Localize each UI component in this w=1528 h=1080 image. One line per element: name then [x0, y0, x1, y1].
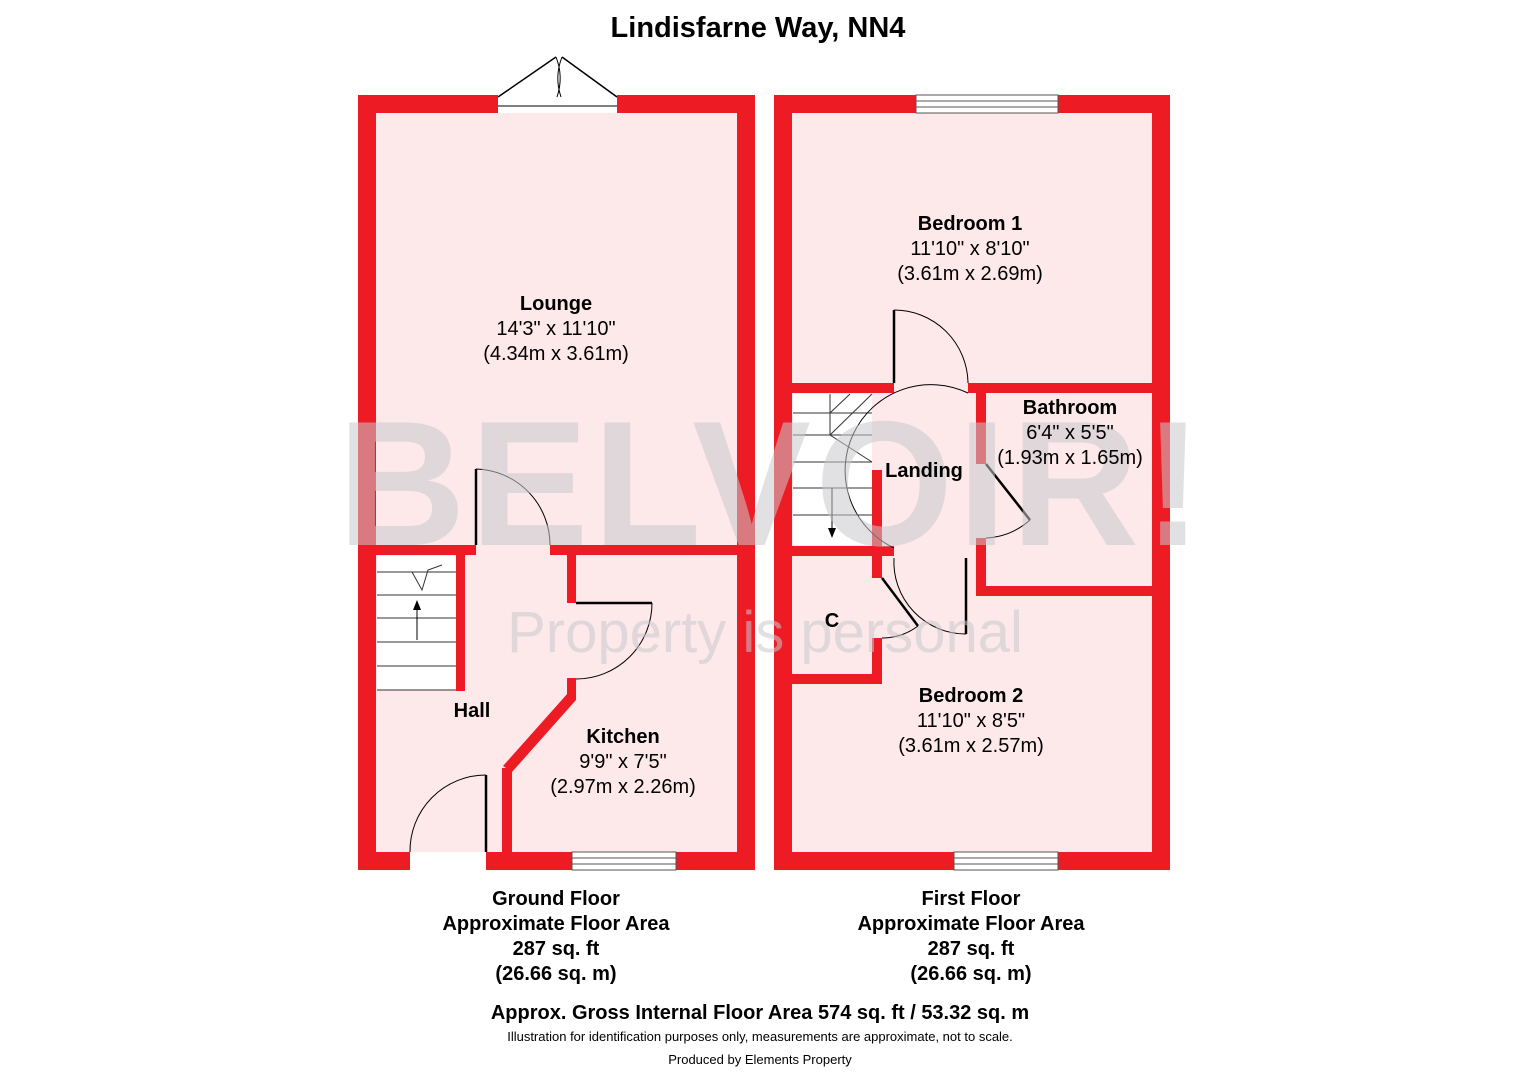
room-name-landing: Landing — [885, 460, 963, 482]
first-wall-bath-left-bottom — [976, 538, 986, 596]
ground-wall-kitchen-top — [567, 555, 576, 603]
ground-floor-area-label: Approximate Floor Area — [442, 913, 670, 935]
room-size-imperial-bedroom2: 11'10" x 8'5" — [917, 710, 1025, 732]
ground-wall-kitchen-diagonal — [503, 693, 576, 772]
disclaimer: Illustration for identification purposes… — [507, 1029, 1013, 1044]
ground-wall-kitchen-mid — [567, 678, 576, 700]
ground-wall-bottom-left — [358, 852, 410, 870]
first-wall-cupboard-right-top — [872, 556, 882, 578]
room-size-imperial-lounge: 14'3" x 11'10" — [496, 318, 615, 340]
first-wall-right — [1152, 95, 1170, 870]
ground-wall-top-right — [617, 95, 755, 113]
room-name-bathroom: Bathroom — [1023, 397, 1117, 419]
ground-wall-kitchen-bottom — [502, 768, 512, 854]
room-name-kitchen: Kitchen — [586, 726, 659, 748]
ground-wall-stairs — [456, 555, 465, 691]
room-name-cupboard: C — [825, 610, 839, 632]
ground-wall-left — [358, 95, 376, 870]
ground-doors — [409, 56, 653, 861]
first-window-bed1 — [915, 94, 1059, 114]
ground-floor-sqm: (26.66 sq. m) — [495, 963, 616, 985]
ground-wall-right — [737, 95, 755, 870]
ground-wall-lounge-left — [376, 545, 476, 555]
room-size-metric-bathroom: (1.93m x 1.65m) — [997, 447, 1143, 469]
first-wall-stair-right — [872, 470, 882, 546]
first-staircase — [793, 393, 873, 545]
ground-window-kitchen — [571, 851, 677, 871]
first-wall-bottom-left — [774, 852, 954, 870]
room-name-hall: Hall — [454, 700, 491, 722]
first-floor-sqm: (26.66 sq. m) — [910, 963, 1031, 985]
ground-wall-top-left — [358, 95, 498, 113]
first-wall-left — [774, 95, 792, 870]
first-wall-bottom-right — [1058, 852, 1170, 870]
first-wall-cupboard-right-bottom — [872, 638, 882, 684]
ground-floor-sqft: 287 sq. ft — [513, 938, 600, 960]
first-wall-top-right — [1058, 95, 1170, 113]
first-floor-area-label: Approximate Floor Area — [857, 913, 1085, 935]
ground-floor-name: Ground Floor — [492, 888, 620, 910]
gross-floor-area: Approx. Gross Internal Floor Area 574 sq… — [491, 1002, 1029, 1024]
plan-title: Lindisfarne Way, NN4 — [611, 12, 906, 44]
room-size-metric-bedroom2: (3.61m x 2.57m) — [898, 735, 1044, 757]
ground-wall-lounge-right — [550, 545, 738, 555]
watermark-brand: BELVOIR! — [337, 384, 1206, 583]
ground-staircase — [377, 556, 456, 691]
ground-wall-bottom-mid — [486, 852, 572, 870]
first-floor-plan — [774, 94, 1170, 871]
room-name-lounge: Lounge — [520, 293, 592, 315]
first-wall-bed1-right — [968, 383, 1152, 393]
room-size-imperial-bedroom1: 11'10" x 8'10" — [910, 238, 1029, 260]
room-size-imperial-bathroom: 6'4" x 5'5" — [1026, 422, 1113, 444]
first-wall-cupboard-bottom — [792, 674, 882, 684]
first-wall-bath-bottom — [976, 586, 1152, 596]
first-wall-bed1-left — [792, 383, 894, 393]
room-name-bedroom2: Bedroom 2 — [919, 685, 1023, 707]
first-floor-sqft: 287 sq. ft — [928, 938, 1015, 960]
producer-credit: Produced by Elements Property — [668, 1052, 852, 1067]
room-size-metric-lounge: (4.34m x 3.61m) — [483, 343, 629, 365]
room-size-metric-kitchen: (2.97m x 2.26m) — [550, 776, 696, 798]
room-size-imperial-kitchen: 9'9" x 7'5" — [579, 751, 666, 773]
ground-wall-bottom-right — [676, 852, 755, 870]
first-wall-top-left — [774, 95, 916, 113]
first-doors — [844, 309, 1031, 639]
first-window-bed2 — [953, 851, 1059, 871]
first-floor-name: First Floor — [922, 888, 1021, 910]
first-wall-stair-bottom — [792, 546, 894, 556]
first-wall-bath-left-top — [976, 393, 986, 464]
room-size-metric-bedroom1: (3.61m x 2.69m) — [897, 263, 1043, 285]
watermark-tagline: Property is personal — [507, 600, 1023, 665]
ground-floor-plan — [358, 56, 755, 871]
room-name-bedroom1: Bedroom 1 — [918, 213, 1022, 235]
ground-floor-fill — [376, 113, 738, 852]
